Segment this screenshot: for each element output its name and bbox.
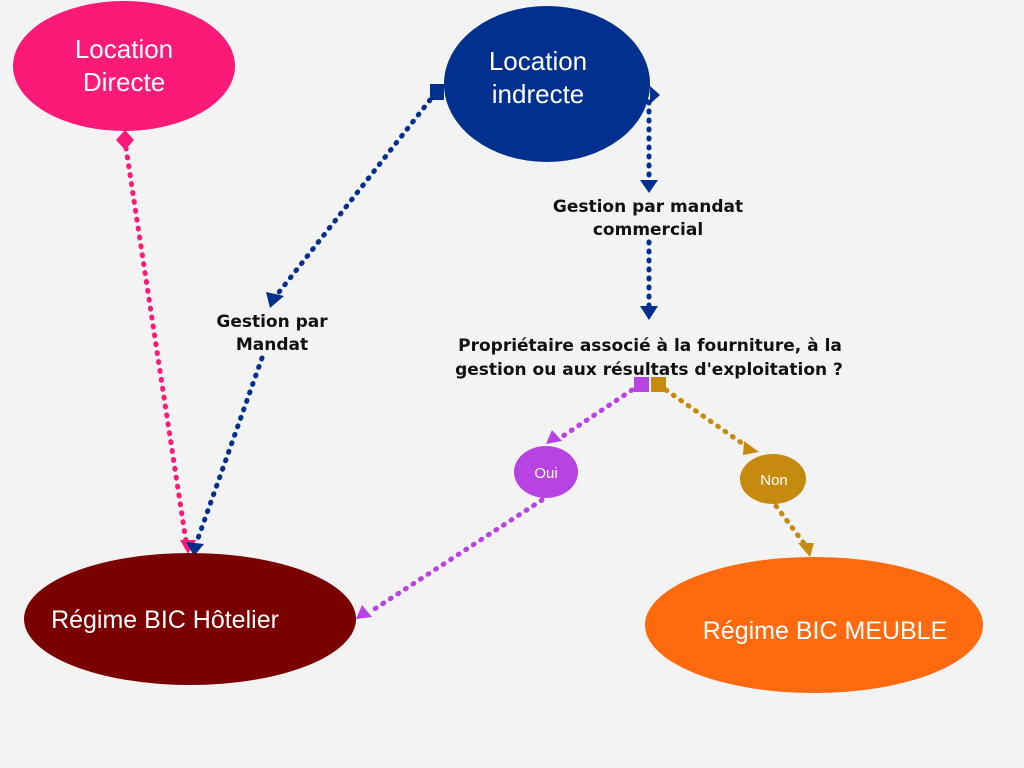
node-regime-bic-hotelier: Régime BIC Hôtelier bbox=[24, 553, 356, 685]
arrow-head bbox=[266, 292, 284, 308]
label-line-2: gestion ou aux résultats d'exploitation … bbox=[455, 360, 843, 380]
arrow-head bbox=[640, 306, 658, 320]
connector-indirecte-to-mandat bbox=[266, 84, 444, 308]
connector-indirecte-to-commercial bbox=[640, 86, 660, 193]
label-line-2: commercial bbox=[593, 220, 703, 240]
square-marker bbox=[430, 84, 444, 100]
connectors bbox=[116, 84, 814, 619]
connector-mandat-to-hotelier bbox=[186, 355, 265, 556]
node-non: Non bbox=[740, 454, 806, 504]
diamond-marker bbox=[116, 130, 134, 150]
label-line-1: Propriétaire associé à la fourniture, à … bbox=[458, 336, 842, 356]
connector-oui-to-hotelier bbox=[356, 497, 545, 619]
node-location-directe: Location Directe bbox=[13, 1, 235, 131]
node-location-indirecte: Location indrecte bbox=[444, 6, 650, 162]
node-oui: Oui bbox=[514, 446, 578, 498]
label-line-2: Mandat bbox=[236, 335, 308, 355]
square-marker bbox=[634, 377, 649, 392]
node-label: Régime BIC MEUBLE bbox=[703, 617, 948, 645]
connector-non-to-meuble bbox=[773, 503, 814, 557]
triangle-marker bbox=[650, 86, 660, 104]
node-label-line-1: Location bbox=[489, 46, 587, 76]
connector-question-to-non bbox=[651, 377, 759, 455]
node-label-line-2: indrecte bbox=[492, 79, 585, 109]
label-line-1: Gestion par bbox=[216, 312, 328, 332]
label-line-1: Gestion par mandat bbox=[553, 197, 743, 217]
node-label-line-1: Location bbox=[75, 34, 173, 64]
connector-question-to-oui bbox=[546, 377, 649, 444]
label-gestion-par-mandat: Gestion par Mandat bbox=[216, 312, 328, 355]
node-label: Non bbox=[760, 472, 788, 489]
connector-directe-to-hotelier bbox=[116, 130, 196, 554]
label-question: Propriétaire associé à la fourniture, à … bbox=[455, 336, 843, 380]
arrow-head bbox=[640, 180, 658, 193]
connector-commercial-to-question bbox=[640, 239, 658, 320]
square-marker bbox=[651, 377, 666, 392]
label-gestion-mandat-commercial: Gestion par mandat commercial bbox=[553, 197, 743, 240]
arrow-head bbox=[546, 430, 562, 444]
arrow-head bbox=[186, 542, 204, 556]
arrow-head bbox=[356, 605, 372, 619]
node-regime-bic-meuble: Régime BIC MEUBLE bbox=[645, 557, 983, 693]
arrow-head bbox=[743, 441, 759, 455]
node-label: Régime BIC Hôtelier bbox=[51, 606, 279, 634]
arrow-head bbox=[798, 543, 814, 557]
node-label: Oui bbox=[534, 465, 557, 482]
node-label-line-2: Directe bbox=[83, 67, 165, 97]
